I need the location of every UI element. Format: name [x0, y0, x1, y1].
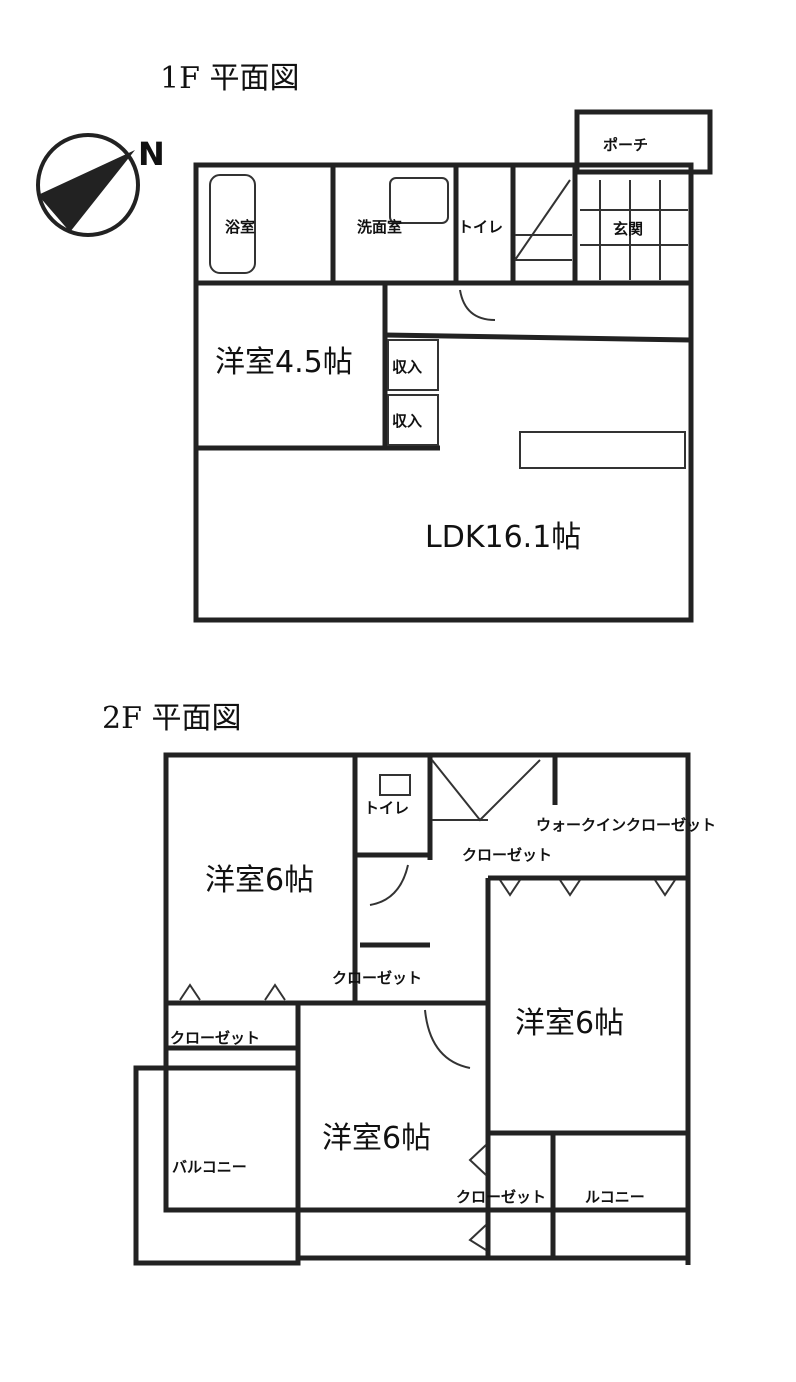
room-bath: 浴室: [225, 218, 255, 236]
floor1-title: 1F 平面図: [160, 61, 299, 96]
room-storage-2: 収入: [392, 412, 422, 430]
room-washroom: 洗面室: [357, 218, 402, 236]
room-toilet-1f: トイレ: [458, 218, 503, 236]
room-western-6-nw: 洋室6帖: [205, 863, 314, 898]
room-entrance: 玄関: [613, 220, 643, 238]
room-balcony-east: ルコニー: [585, 1188, 645, 1206]
room-walk-in-closet: ウォークインクローゼット: [536, 816, 716, 834]
room-closet-south: クローゼット: [456, 1188, 546, 1206]
room-western-6-east: 洋室6帖: [515, 1006, 624, 1041]
room-closet-center: クローゼット: [332, 969, 422, 987]
room-storage-1: 収入: [392, 358, 422, 376]
compass-icon: N: [36, 133, 165, 237]
room-porch: ポーチ: [603, 136, 648, 154]
floor2-title: 2F 平面図: [102, 701, 241, 736]
room-balcony-west: バルコニー: [172, 1158, 247, 1176]
room-closet-hall: クローゼット: [462, 846, 552, 864]
compass-north-label: N: [138, 135, 165, 173]
room-closet-west: クローゼット: [170, 1029, 260, 1047]
floor2-walls: [133, 752, 691, 1266]
room-ldk: LDK16.1帖: [425, 520, 581, 555]
room-toilet-2f: トイレ: [364, 799, 409, 817]
floor1-walls: [193, 109, 713, 623]
room-western-4-5: 洋室4.5帖: [215, 345, 353, 380]
room-western-6-south: 洋室6帖: [322, 1121, 431, 1156]
